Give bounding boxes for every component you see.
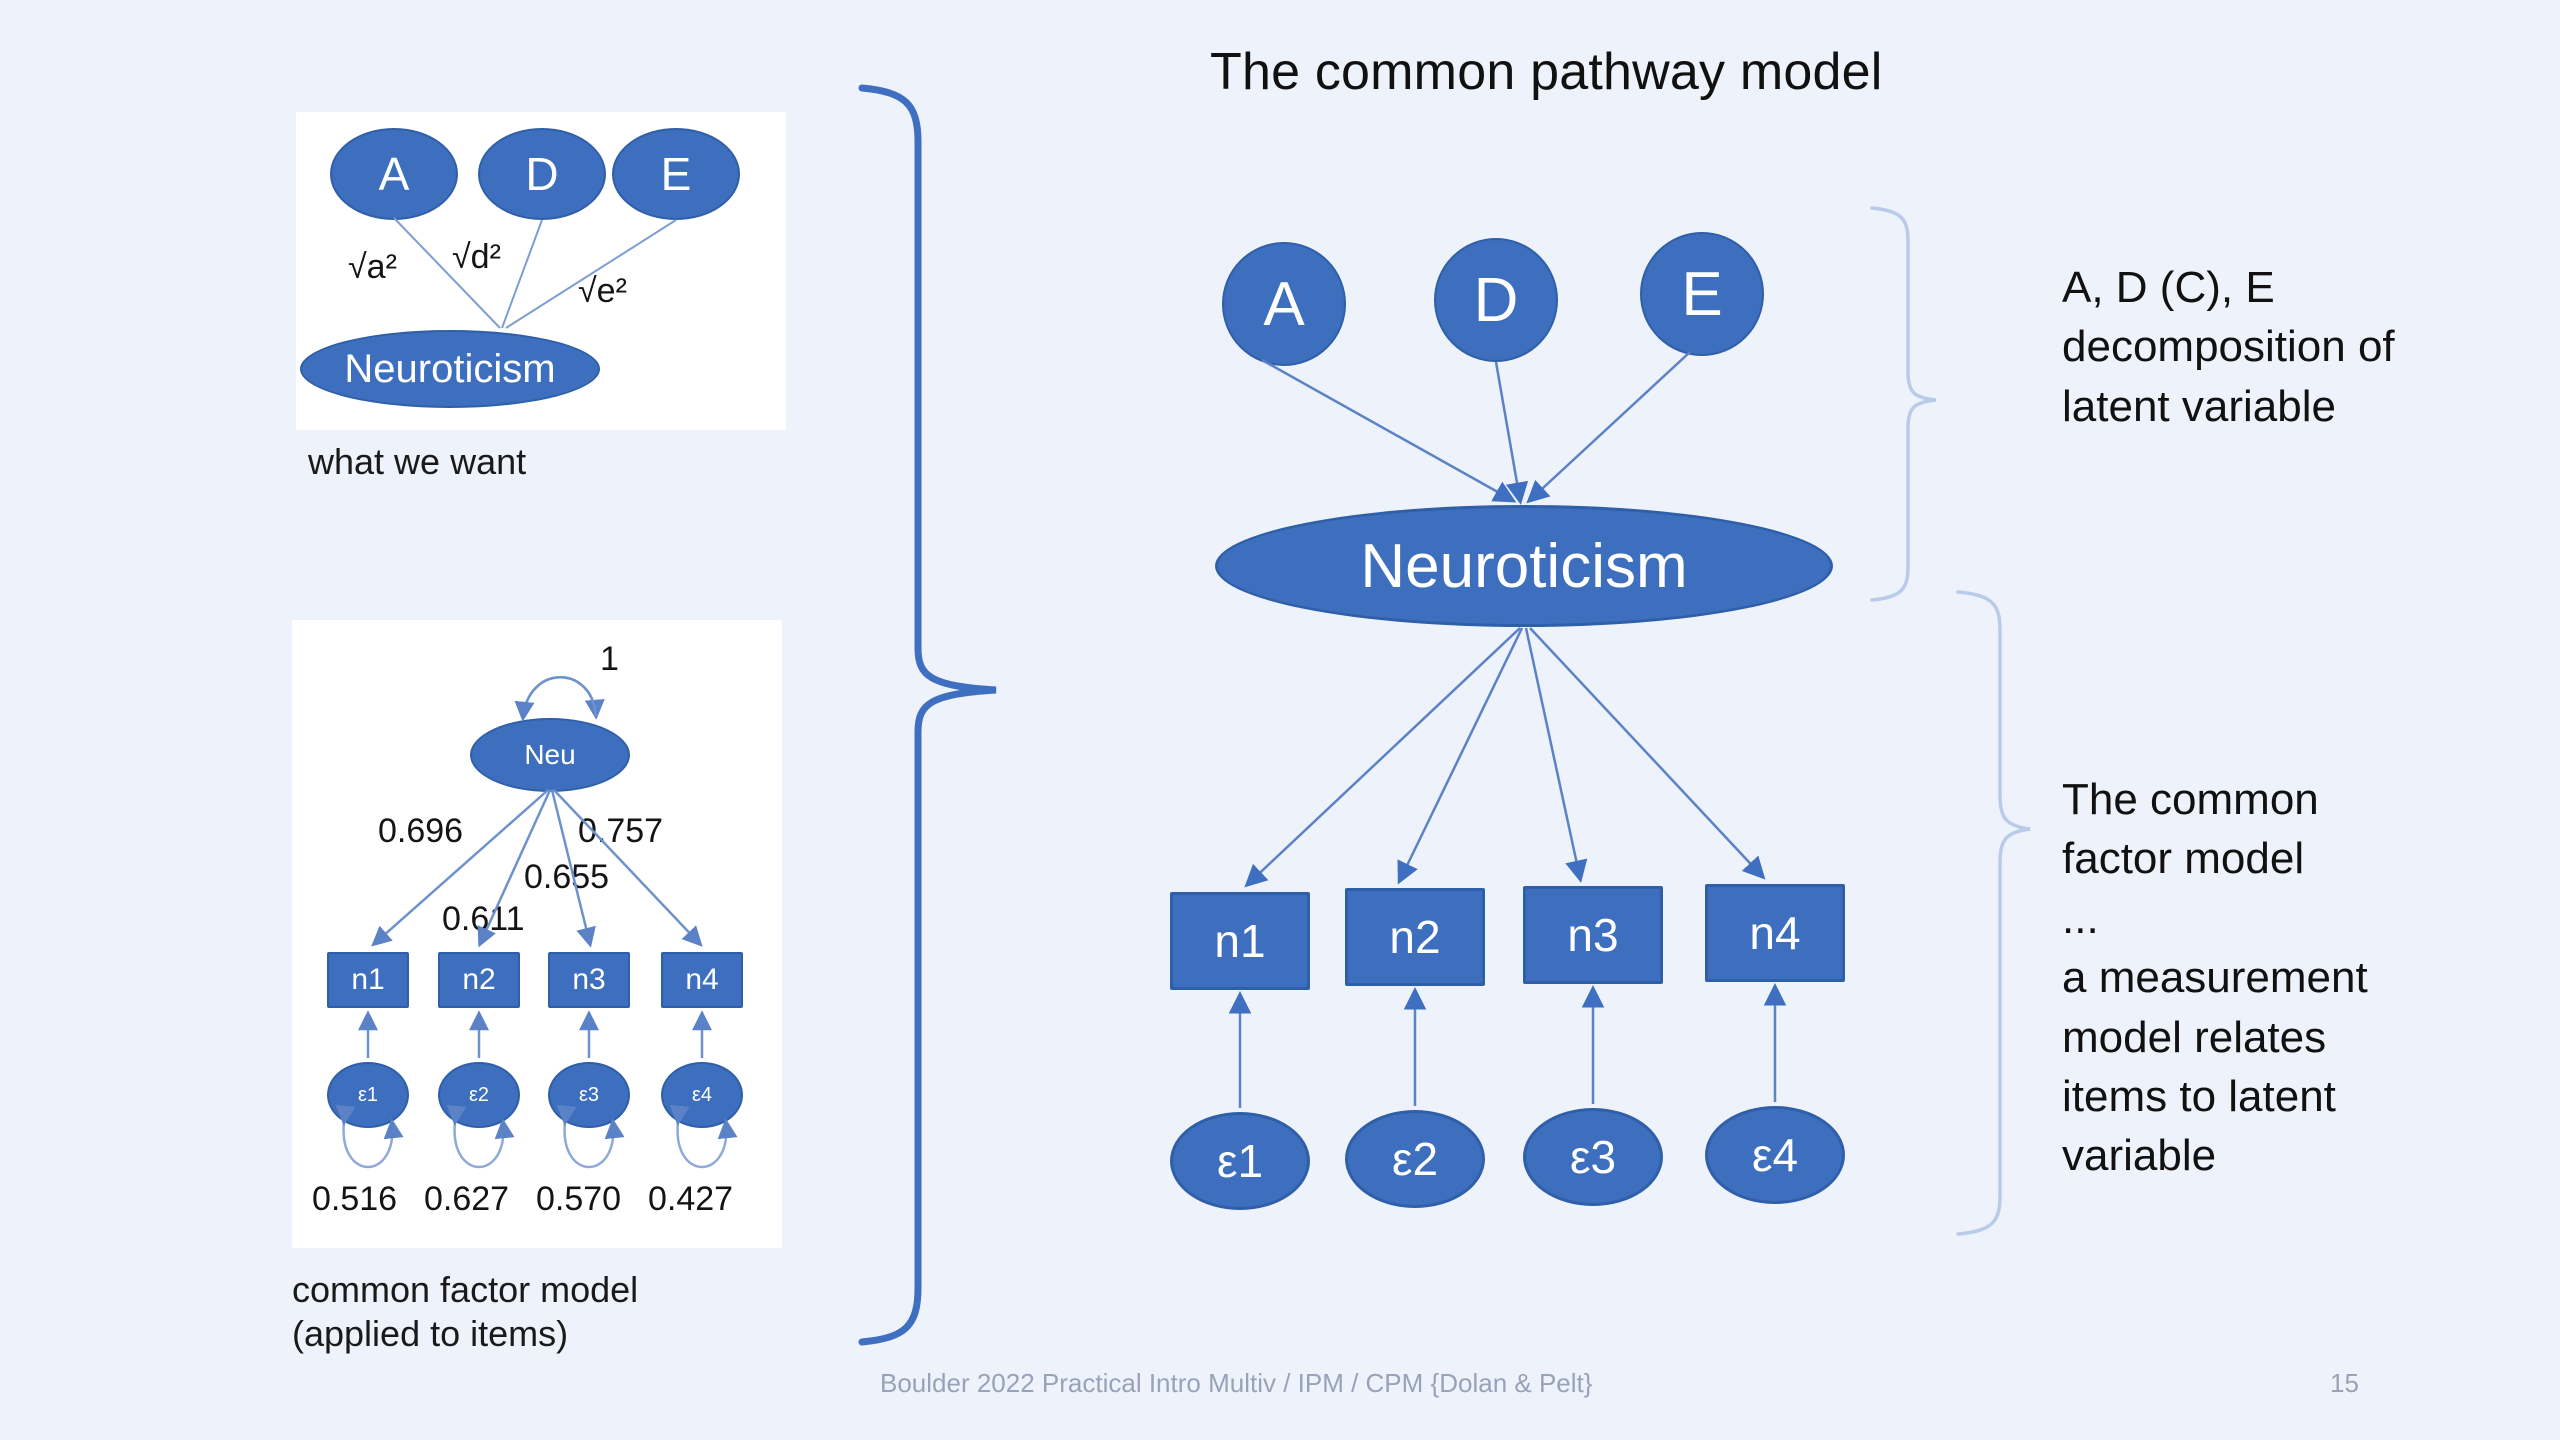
thumb-want-path-label-d: √d²	[452, 238, 501, 276]
main-item-n3: n3	[1523, 886, 1663, 984]
right-brace-decomposition	[1870, 206, 1937, 602]
thumb-cfm-item-n3: n3	[548, 952, 630, 1008]
thumb-cfm-loading-1: 0.696	[378, 812, 464, 850]
thumb-cfm-residual-e1: ε1	[327, 1062, 409, 1128]
thumb-cfm-item-n2: n2	[438, 952, 520, 1008]
main-node-d: D	[1434, 238, 1558, 362]
main-latent-to-items-paths	[1244, 627, 1766, 888]
thumb-want-node-d: D	[478, 128, 606, 220]
main-residual-e3: ε3	[1523, 1108, 1663, 1206]
thumb-cfm-residual-value-2: 0.627	[424, 1180, 510, 1218]
node-label: n3	[572, 963, 606, 996]
main-node-a: A	[1222, 242, 1346, 366]
thumbnail-caption-what-we-want: what we want	[308, 441, 527, 482]
node-label: ε2	[1391, 1133, 1439, 1185]
thumb-want-path-label-a: √a²	[348, 248, 397, 286]
main-residual-e1: ε1	[1170, 1112, 1310, 1210]
right-brace-measurement-model	[1956, 590, 2031, 1236]
thumb-want-node-a: A	[330, 128, 458, 220]
node-label: n1	[351, 963, 385, 996]
main-residual-e4: ε4	[1705, 1106, 1845, 1204]
main-latent-neuroticism: Neuroticism	[1215, 505, 1833, 627]
thumb-cfm-residual-e4: ε4	[661, 1062, 743, 1128]
main-item-n1: n1	[1170, 892, 1310, 990]
node-label: Neuroticism	[344, 346, 556, 391]
thumb-cfm-loading-3: 0.655	[524, 858, 610, 896]
node-label: ε1	[357, 1083, 379, 1106]
thumb-cfm-variance-label: 1	[600, 640, 619, 678]
thumb-cfm-residual-value-4: 0.427	[648, 1180, 734, 1218]
main-node-e: E	[1640, 232, 1764, 356]
node-label: E	[1681, 259, 1723, 329]
thumb-want-path-label-e: √e²	[578, 272, 627, 310]
thumb-cfm-loading-2: 0.611	[442, 900, 525, 938]
thumb-cfm-residual-value-1: 0.516	[312, 1180, 398, 1218]
node-label: D	[1473, 265, 1519, 335]
main-item-n4: n4	[1705, 884, 1845, 982]
thumb-want-latent-neuroticism: Neuroticism	[300, 330, 600, 408]
thumb-cfm-residual-value-3: 0.570	[536, 1180, 622, 1218]
thumbnail-caption-common-factor-model: common factor model (applied to items)	[292, 1269, 639, 1354]
node-label: n3	[1567, 909, 1619, 961]
node-label: n4	[685, 963, 719, 996]
thumb-cfm-item-n4: n4	[661, 952, 743, 1008]
main-ade-to-latent-paths	[1261, 351, 1691, 505]
main-residual-e2: ε2	[1345, 1110, 1485, 1208]
thumb-cfm-loading-4: 0.757	[578, 812, 664, 850]
thumb-cfm-residual-e3: ε3	[548, 1062, 630, 1128]
thumb-cfm-residual-e2: ε2	[438, 1062, 520, 1128]
thumb-want-node-e: E	[612, 128, 740, 220]
left-group-brace	[858, 84, 997, 1346]
node-label: D	[525, 148, 559, 200]
node-label: Neu	[524, 739, 576, 770]
node-label: Neuroticism	[1360, 531, 1688, 601]
node-label: E	[660, 148, 692, 200]
main-residual-to-item-paths	[1228, 983, 1787, 1108]
node-label: ε1	[1216, 1135, 1264, 1187]
node-label: ε4	[691, 1083, 713, 1106]
node-label: n1	[1214, 915, 1266, 967]
node-label: ε2	[468, 1083, 490, 1106]
node-label: ε3	[578, 1083, 600, 1106]
thumb-cfm-item-n1: n1	[327, 952, 409, 1008]
annotation-measurement-model: The common factor model ... a measuremen…	[2062, 775, 2368, 1181]
node-label: A	[378, 148, 410, 200]
footer-text: Boulder 2022 Practical Intro Multiv / IP…	[880, 1368, 1593, 1398]
page-title: The common pathway model	[1210, 43, 1883, 101]
thumbnail-card-common-factor-model	[292, 620, 782, 1248]
node-label: n2	[1389, 911, 1441, 963]
node-label: n4	[1749, 907, 1801, 959]
main-item-n2: n2	[1345, 888, 1485, 986]
node-label: A	[1263, 269, 1305, 339]
thumb-cfm-factor-neu: Neu	[470, 718, 630, 792]
node-label: n2	[462, 963, 496, 996]
page-number: 15	[2330, 1368, 2359, 1398]
node-label: ε3	[1569, 1131, 1617, 1183]
node-label: ε4	[1751, 1129, 1799, 1181]
annotation-decomposition: A, D (C), E decomposition of latent vari…	[2062, 263, 2395, 431]
